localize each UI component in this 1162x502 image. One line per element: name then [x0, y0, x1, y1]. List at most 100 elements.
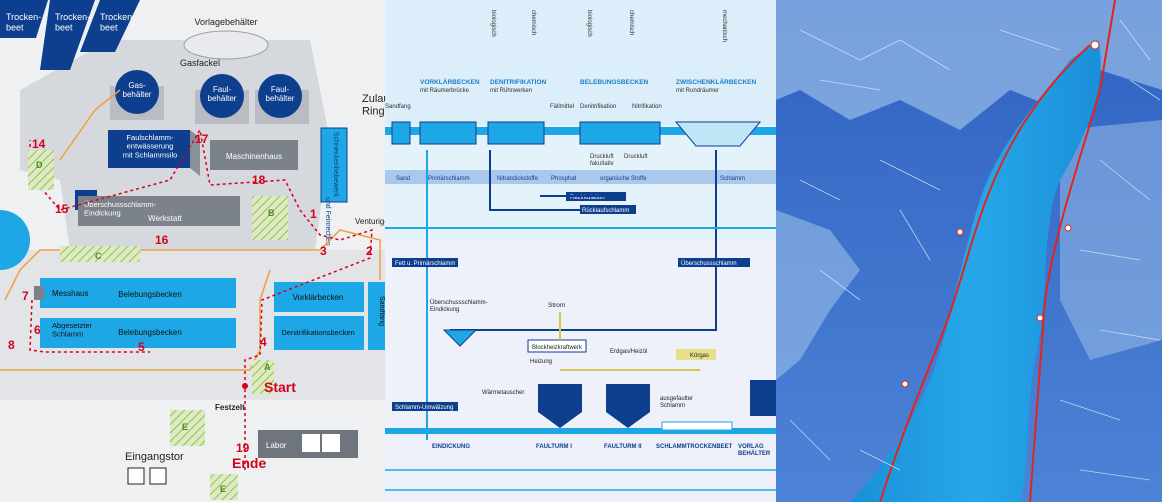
- screw-lift-label: Schneckenhebewerkund Feinrechen: [324, 132, 339, 246]
- zone-b: B: [268, 208, 275, 218]
- aeration-basin-2-label: Belebungsbecken: [118, 328, 182, 337]
- station-19: 19: [236, 441, 250, 455]
- strom-label: Strom: [548, 302, 565, 309]
- ueberschuss-label: Überschussschlamm: [681, 260, 737, 267]
- smoking-icon: [149, 467, 167, 485]
- digester-2-label: Faul-behälter: [266, 85, 295, 103]
- station-numbers: 14 17 18 15 16 1 2 3 4 5 6 7 8 19: [8, 132, 373, 455]
- aeration-tank: [579, 121, 661, 145]
- bottom-faulturm-2: FAULTURM II: [604, 444, 642, 450]
- bhkw-label: Blockheizkraftwerk: [532, 345, 583, 351]
- screw-lift: [320, 127, 348, 203]
- band-schlamm: Schlamm: [720, 176, 745, 182]
- bottom-faulturm-1: FAULTURM I: [536, 444, 572, 450]
- primary-clarifier: [274, 282, 364, 312]
- bhkw-box: [527, 339, 587, 353]
- festzelt-label: Festzelt: [215, 403, 245, 412]
- station-4: 4: [260, 335, 267, 349]
- round-clarifier: [0, 210, 30, 270]
- faellmittel-label: Fällmittel: [550, 104, 574, 110]
- entrance-gate-label: Eingangstor: [125, 451, 184, 463]
- workshop-label: Werkstatt: [148, 214, 182, 223]
- process-diagram-panel: biologisch chemisch biologisch chemisch …: [385, 0, 777, 502]
- druckluft-label: Druckluft: [624, 154, 648, 160]
- station-1: 1: [310, 207, 317, 221]
- band-phosphat: Phosphat: [551, 176, 577, 182]
- drying-bed-label-1: Trocken-beet: [6, 12, 41, 32]
- drying-bed-label-2: Trocken-beet: [55, 12, 90, 32]
- storage-tank-label: Vorlagebehälter: [194, 17, 257, 27]
- gas-holder-label: Gas-behälter: [123, 81, 152, 99]
- stage-4-sub: mit Rundräumer: [676, 88, 719, 94]
- col-header-3: biologisch: [586, 10, 592, 37]
- lake-map-panel: [776, 0, 1162, 502]
- ruecklauf-label: Rücklaufschlamm: [582, 208, 629, 214]
- road-east: [1029, 0, 1116, 502]
- denitrification-tank: [487, 121, 545, 145]
- erdgas-label: Erdgas/Heizöl: [610, 349, 647, 355]
- film-icon: [302, 434, 320, 452]
- station-15: 15: [55, 202, 69, 216]
- aeration-basin-1-label: Belebungsbecken: [118, 290, 182, 299]
- trash-icon: [127, 467, 145, 485]
- digester-tower-2: [606, 384, 650, 428]
- measurement-house-label: Messhaus: [52, 289, 88, 298]
- primary-clarifier-tank: [419, 121, 477, 145]
- station-8: 8: [8, 338, 15, 352]
- bottom-trockenbeet: SCHLAMMTROCKENBEET: [656, 444, 733, 450]
- denitrifikation-label: Denitrifikation: [580, 104, 616, 110]
- drying-bed-label-3: Trocken-beet: [100, 12, 135, 32]
- station-17: 17: [195, 132, 209, 146]
- col-header-2: chemisch: [530, 10, 536, 35]
- nitrifikation-label: Nitrifikation: [632, 104, 662, 110]
- lab-label: Labor: [266, 441, 287, 450]
- station-7: 7: [22, 289, 29, 303]
- sandfang-label: Sandfang: [385, 104, 411, 110]
- station-2: 2: [366, 244, 373, 258]
- road-west: [879, 44, 1091, 502]
- denitrification-label: Denitrifikationsbecken: [281, 328, 354, 337]
- primary-clarifier-label: Vorklärbecken: [293, 293, 344, 302]
- restroom-icon: [322, 434, 340, 452]
- bottom-eindickung: EINDICKUNG: [432, 444, 470, 450]
- sludge-dewatering-building: [108, 130, 190, 168]
- stage-4-title: ZWISCHENKLÄRBECKEN: [676, 78, 756, 86]
- start-label: Start: [264, 379, 296, 395]
- aeration-basin-2: [40, 318, 236, 348]
- digester-tower-1: [538, 384, 582, 428]
- fett-label: Fett u. Primärschlamm: [395, 261, 455, 267]
- umwaelzung-label: Schlamm-Umwälzung: [395, 405, 453, 411]
- digesters: Gas-behälter Faul-behälter Faul-behälter: [110, 70, 309, 124]
- workshop-building: [78, 196, 240, 226]
- denitrification-basin: [274, 316, 364, 350]
- venturi-label: Venturige: [355, 217, 389, 226]
- stage-3-title: BELEBUNGSBECKEN: [580, 79, 649, 86]
- band-primaerschlamm: Primärschlamm: [428, 176, 470, 182]
- koerper-label: Körgas: [690, 353, 709, 359]
- heizung-label: Heizung: [530, 359, 552, 365]
- zone-e-1: E: [182, 422, 188, 432]
- zone-d: D: [36, 160, 43, 170]
- band-sand: Sand: [396, 176, 410, 182]
- station-6: 6: [34, 323, 41, 337]
- aeration-basin-1: [40, 278, 236, 308]
- ueberschuss-eind-label: Überschussschlamm-Eindickung: [430, 299, 488, 313]
- col-header-5: mechanisch: [721, 10, 727, 42]
- waerme-label: Wärmetauscher: [482, 390, 524, 396]
- excess-sludge-label: Überschussschlamm-Eindickung: [84, 200, 157, 218]
- col-header-4: chemisch: [628, 10, 634, 35]
- stage-2-title: DENITRIFIKATION: [490, 79, 547, 86]
- drying-beds: Trocken-beet Trocken-beet Trocken-beet: [0, 0, 140, 70]
- stage-1-title: VORKLÄRBECKEN: [420, 78, 480, 86]
- sand-trap-label: Sandfang: [378, 296, 385, 326]
- secondary-clarifier: [674, 121, 762, 147]
- station-14: 14: [32, 137, 46, 151]
- machine-house-label: Maschinenhaus: [226, 152, 282, 161]
- station-3: 3: [320, 244, 327, 258]
- lake: [850, 40, 1101, 502]
